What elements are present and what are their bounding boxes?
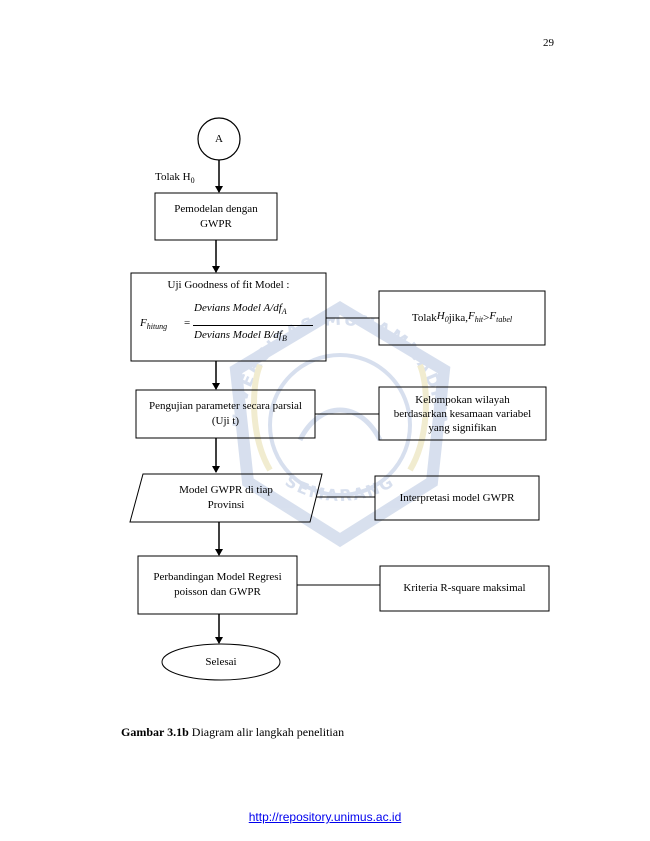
figure-caption: Gambar 3.1b Diagram alir langkah penelit… xyxy=(121,725,344,740)
formula-num-df-sub: A xyxy=(281,307,287,317)
formula-num-text: Devians Model A xyxy=(194,302,271,314)
reject-rule-fhit: Fhit xyxy=(468,309,483,327)
gwpr-modeling-line1: Pemodelan dengan xyxy=(174,202,258,215)
reject-h0-sub: 0 xyxy=(190,176,195,186)
reject-rule-h: H0 xyxy=(437,309,449,327)
grouping-line1: Kelompokan wilayah xyxy=(415,393,510,406)
reject-rule-ftabel-sub: tabel xyxy=(496,315,513,325)
reject-rule-h-letter: H xyxy=(436,309,445,322)
grouping-text: Kelompokan wilayah berdasarkan kesamaan … xyxy=(379,387,546,440)
formula-den-df-sub: B xyxy=(282,334,287,344)
reject-h0-label: Tolak H0 xyxy=(155,171,195,185)
grouping-box xyxy=(378,386,547,441)
goodness-of-fit-title: Uji Goodness of fit Model : xyxy=(167,278,290,291)
connector-a-label: A xyxy=(215,132,223,145)
formula-fraction-bar xyxy=(193,325,313,326)
f-hitung-formula: Fhitung = Devians Model A/dfA Devians Mo… xyxy=(140,299,326,355)
criteria-text: Kriteria R-square maksimal xyxy=(403,582,526,594)
reject-rule-fhit-letter: F xyxy=(467,309,475,322)
comparison-line1: Perbandingan Model Regresi xyxy=(153,571,282,583)
partial-test-line1: Pengujian parameter secara parsial xyxy=(148,400,302,412)
comparison-text: Perbandingan Model Regresi poisson dan G… xyxy=(138,556,297,614)
model-gwpr-line2: Provinsi xyxy=(207,499,245,511)
reject-rule-ftabel-letter: F xyxy=(489,309,497,322)
reject-rule-gt: > xyxy=(483,311,490,324)
reject-rule-prefix: Tolak xyxy=(411,311,437,324)
formula-den-text: Devians Model B xyxy=(194,329,271,341)
comparison-line2: poisson dan GWPR xyxy=(174,586,261,598)
repository-link[interactable]: http://repository.unimus.ac.id xyxy=(248,810,402,824)
partial-test-text: Pengujian parameter secara parsial (Uji … xyxy=(136,390,315,438)
interpretation-text: Interpretasi model GWPR xyxy=(399,491,515,504)
grouping-line3: yang signifikan xyxy=(428,421,497,434)
partial-test-line2: (Uji t) xyxy=(211,415,240,427)
reject-rule-text: Tolak H0 jika, Fhit > Ftabel xyxy=(379,291,545,345)
formula-lhs: Fhitung xyxy=(140,317,167,331)
reject-rule-ftabel: Ftabel xyxy=(489,309,512,327)
reject-h0-text: Tolak H xyxy=(155,171,191,183)
caption-text: Diagram alir langkah penelitian xyxy=(188,725,345,739)
gwpr-modeling-line2: GWPR xyxy=(200,217,232,230)
model-gwpr-parallelogram xyxy=(129,473,323,523)
formula-denominator: Devians Model B/dfB xyxy=(194,329,287,343)
reject-rule-mid: jika, xyxy=(448,311,468,324)
reject-rule-h-sub: 0 xyxy=(444,315,449,325)
end-ellipse xyxy=(161,643,281,681)
model-gwpr-line1: Model GWPR di tiap xyxy=(179,484,273,496)
caption-label: Gambar 3.1b xyxy=(121,725,189,739)
page-number: 29 xyxy=(543,37,554,49)
end-label: Selesai xyxy=(205,655,237,668)
watermark-logo: UNIVERSITAS MUHAMMADIYAH SEMARANG xyxy=(0,0,451,548)
reject-rule-box xyxy=(378,290,546,346)
model-gwpr-text: Model GWPR di tiap Provinsi xyxy=(136,474,316,522)
formula-numerator: Devians Model A/dfA xyxy=(194,302,287,316)
grouping-line2: berdasarkan kesamaan variabel xyxy=(393,407,532,420)
formula-lhs-sub: hitung xyxy=(146,322,168,332)
criteria-box xyxy=(379,565,550,612)
formula-num-df: /df xyxy=(270,302,282,314)
gwpr-modeling-text: Pemodelan dengan GWPR xyxy=(155,193,277,240)
formula-equals: = xyxy=(184,317,191,329)
reject-rule-fhit-sub: hit xyxy=(474,315,484,325)
formula-den-df: /df xyxy=(270,329,282,341)
formula-lhs-f: F xyxy=(140,317,147,329)
goodness-of-fit-box xyxy=(130,272,327,362)
interpretation-box xyxy=(374,475,540,521)
